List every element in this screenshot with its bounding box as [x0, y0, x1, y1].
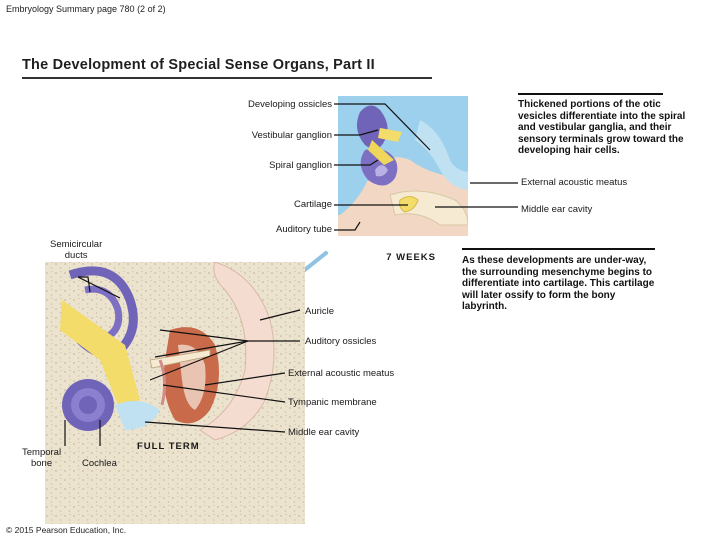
vestibular-ganglion-shape: [378, 128, 402, 142]
label-cartilage: Cartilage: [293, 199, 332, 210]
label-auditory-ossicles: Auditory ossicles: [305, 336, 377, 347]
leader-lines: [64, 93, 663, 446]
stage-full-term: FULL TERM: [137, 441, 200, 452]
label-semicircular-ducts: Semicircular ducts: [50, 239, 103, 261]
full-term-inset: [45, 262, 305, 524]
tympanic-membrane-shape: [158, 359, 167, 406]
label-tympanic-membrane: Tympanic membrane: [288, 397, 377, 408]
label-middle-ear-cavity-top: Middle ear cavity: [521, 204, 593, 215]
page-header: Embryology Summary page 780 (2 of 2): [6, 4, 166, 14]
spiral-ganglion-shape: [368, 140, 394, 165]
auricle-shape: [199, 262, 275, 441]
semicircular-duct-2: [84, 285, 123, 342]
page-title: The Development of Special Sense Organs,…: [22, 57, 375, 73]
label-cochlea: Cochlea: [82, 458, 117, 469]
label-vestibular-ganglion: Vestibular ganglion: [251, 130, 332, 141]
seven-weeks-inset: [338, 96, 468, 236]
label-auricle: Auricle: [305, 306, 335, 317]
label-middle-ear-cavity-bottom: Middle ear cavity: [288, 427, 360, 438]
label-external-acoustic-meatus-top: External acoustic meatus: [521, 177, 628, 188]
stage-seven-weeks: 7 WEEKS: [386, 252, 436, 263]
developing-ossicle-shape: [399, 196, 419, 213]
label-spiral-ganglion: Spiral ganglion: [269, 160, 332, 171]
label-auditory-tube: Auditory tube: [276, 224, 332, 235]
label-developing-ossicles: Developing ossicles: [248, 99, 332, 110]
middle-ear-cavity-shape: [415, 120, 468, 190]
title-underline: [22, 77, 432, 79]
label-temporal-bone: Temporal bone: [22, 447, 62, 469]
vestibulocochlear-nerve: [60, 300, 140, 410]
label-external-acoustic-meatus-bottom: External acoustic meatus: [288, 368, 395, 379]
otic-vesicle-paragraph: Thickened portions of the otic vesicles …: [518, 99, 686, 157]
copyright: © 2015 Pearson Education, Inc.: [6, 525, 127, 535]
mesenchyme-paragraph: As these developments are under-way, the…: [462, 255, 655, 313]
